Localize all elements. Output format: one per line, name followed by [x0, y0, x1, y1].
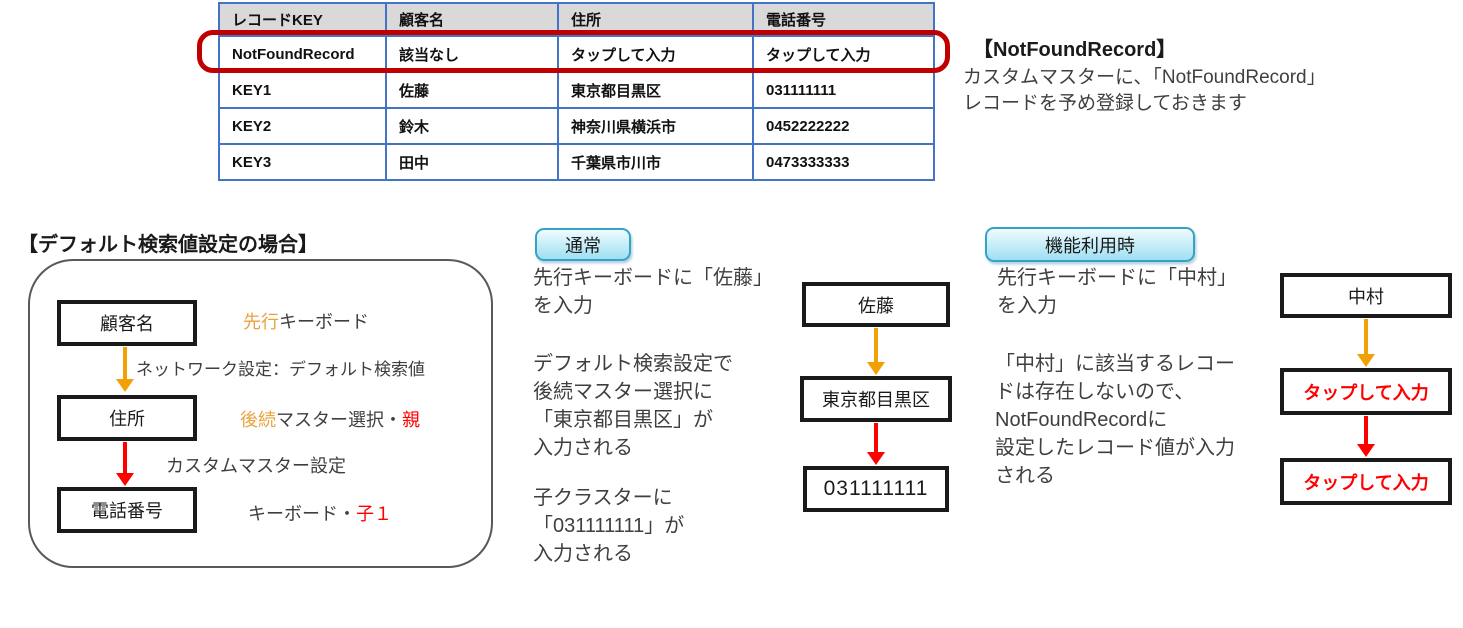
- arrow-custom-master: [116, 442, 134, 486]
- flow-normal-input: 佐藤: [802, 282, 950, 327]
- arrow-network-setting: [116, 347, 134, 392]
- node-phone: 電話番号: [57, 487, 197, 533]
- cell: 東京都目黒区: [557, 71, 754, 109]
- header-address: 住所: [557, 2, 754, 37]
- badge-normal: 通常: [535, 228, 631, 261]
- table-row-notfound: NotFoundRecord 該当なし タップして入力 タップして入力: [218, 35, 935, 73]
- normal-para2: デフォルト検索設定で 後続マスター選択に 「東京都目黒区」が 入力される: [533, 353, 733, 459]
- cell: 0473333333: [752, 143, 935, 181]
- table-row-key3: KEY3 田中 千葉県市川市 0473333333: [218, 143, 935, 181]
- cell: 佐藤: [385, 71, 559, 109]
- arrow-feature-1: [1357, 319, 1375, 367]
- cell: タップして入力: [557, 35, 754, 73]
- badge-feature: 機能利用時: [985, 227, 1195, 262]
- table-row-key1: KEY1 佐藤 東京都目黒区 031111111: [218, 71, 935, 109]
- flow-normal-child: 031111111: [803, 466, 949, 512]
- label-keyboard-plain: キーボード・: [248, 504, 356, 524]
- label-following-mid: マスター選択・: [276, 410, 402, 430]
- note-title: 【NotFoundRecord】: [973, 39, 1177, 61]
- header-record-key: レコードKEY: [218, 2, 387, 37]
- default-search-title: 【デフォルト検索値設定の場合】: [18, 234, 318, 256]
- arrow-normal-1: [867, 328, 885, 375]
- label-following-parent: 親: [402, 410, 420, 430]
- header-customer-name: 顧客名: [385, 2, 559, 37]
- label-child1: 子１: [356, 504, 392, 524]
- label-keyboard-child: キーボード・子１: [248, 500, 392, 526]
- node-address: 住所: [57, 395, 197, 441]
- custom-master-table: レコードKEY 顧客名 住所 電話番号 NotFoundRecord 該当なし …: [218, 2, 935, 181]
- cell: 鈴木: [385, 107, 559, 145]
- table-row-key2: KEY2 鈴木 神奈川県横浜市 0452222222: [218, 107, 935, 145]
- cell: KEY2: [218, 107, 387, 145]
- label-leading-rest: キーボード: [279, 312, 369, 332]
- cell: タップして入力: [752, 35, 935, 73]
- cell: KEY1: [218, 71, 387, 109]
- flow-normal-master: 東京都目黒区: [800, 376, 952, 422]
- feature-para1: 先行キーボードに「中村」 を入力: [997, 267, 1237, 317]
- cell: NotFoundRecord: [218, 35, 387, 73]
- cell: 千葉県市川市: [557, 143, 754, 181]
- label-leading-accent: 先行: [243, 312, 279, 332]
- label-custom-master-setting: カスタムマスター設定: [166, 456, 346, 476]
- cell: KEY3: [218, 143, 387, 181]
- cell: 神奈川県横浜市: [557, 107, 754, 145]
- table-header-row: レコードKEY 顧客名 住所 電話番号: [218, 2, 935, 37]
- normal-para3: 子クラスターに 「031111111」が 入力される: [533, 487, 685, 565]
- feature-para2: 「中村」に該当するレコー ドは存在しないので、 NotFoundRecordに …: [995, 353, 1235, 487]
- default-search-container: [28, 259, 493, 568]
- label-network-setting: ネットワーク設定：デフォルト検索値: [136, 360, 425, 379]
- arrow-normal-2: [867, 423, 885, 465]
- cell: 田中: [385, 143, 559, 181]
- label-following-accent: 後続: [240, 410, 276, 430]
- label-leading-keyboard: 先行キーボード: [243, 308, 369, 334]
- cell: 031111111: [752, 71, 935, 109]
- cell: 該当なし: [385, 35, 559, 73]
- label-following-master: 後続マスター選択・親: [240, 406, 420, 432]
- normal-para1: 先行キーボードに「佐藤」 を入力: [533, 267, 773, 317]
- cell: 0452222222: [752, 107, 935, 145]
- note-body: カスタムマスターに、「NotFoundRecord」 レコードを予め登録しておき…: [963, 67, 1326, 114]
- flow-feature-notfound1: タップして入力: [1280, 368, 1452, 415]
- flow-feature-notfound2: タップして入力: [1280, 458, 1452, 505]
- node-customer-name: 顧客名: [57, 300, 197, 346]
- flow-feature-input: 中村: [1280, 273, 1452, 318]
- arrow-feature-2: [1357, 416, 1375, 457]
- notfound-note: 【NotFoundRecord】 カスタムマスターに、「NotFoundReco…: [963, 33, 1326, 117]
- header-phone: 電話番号: [752, 2, 935, 37]
